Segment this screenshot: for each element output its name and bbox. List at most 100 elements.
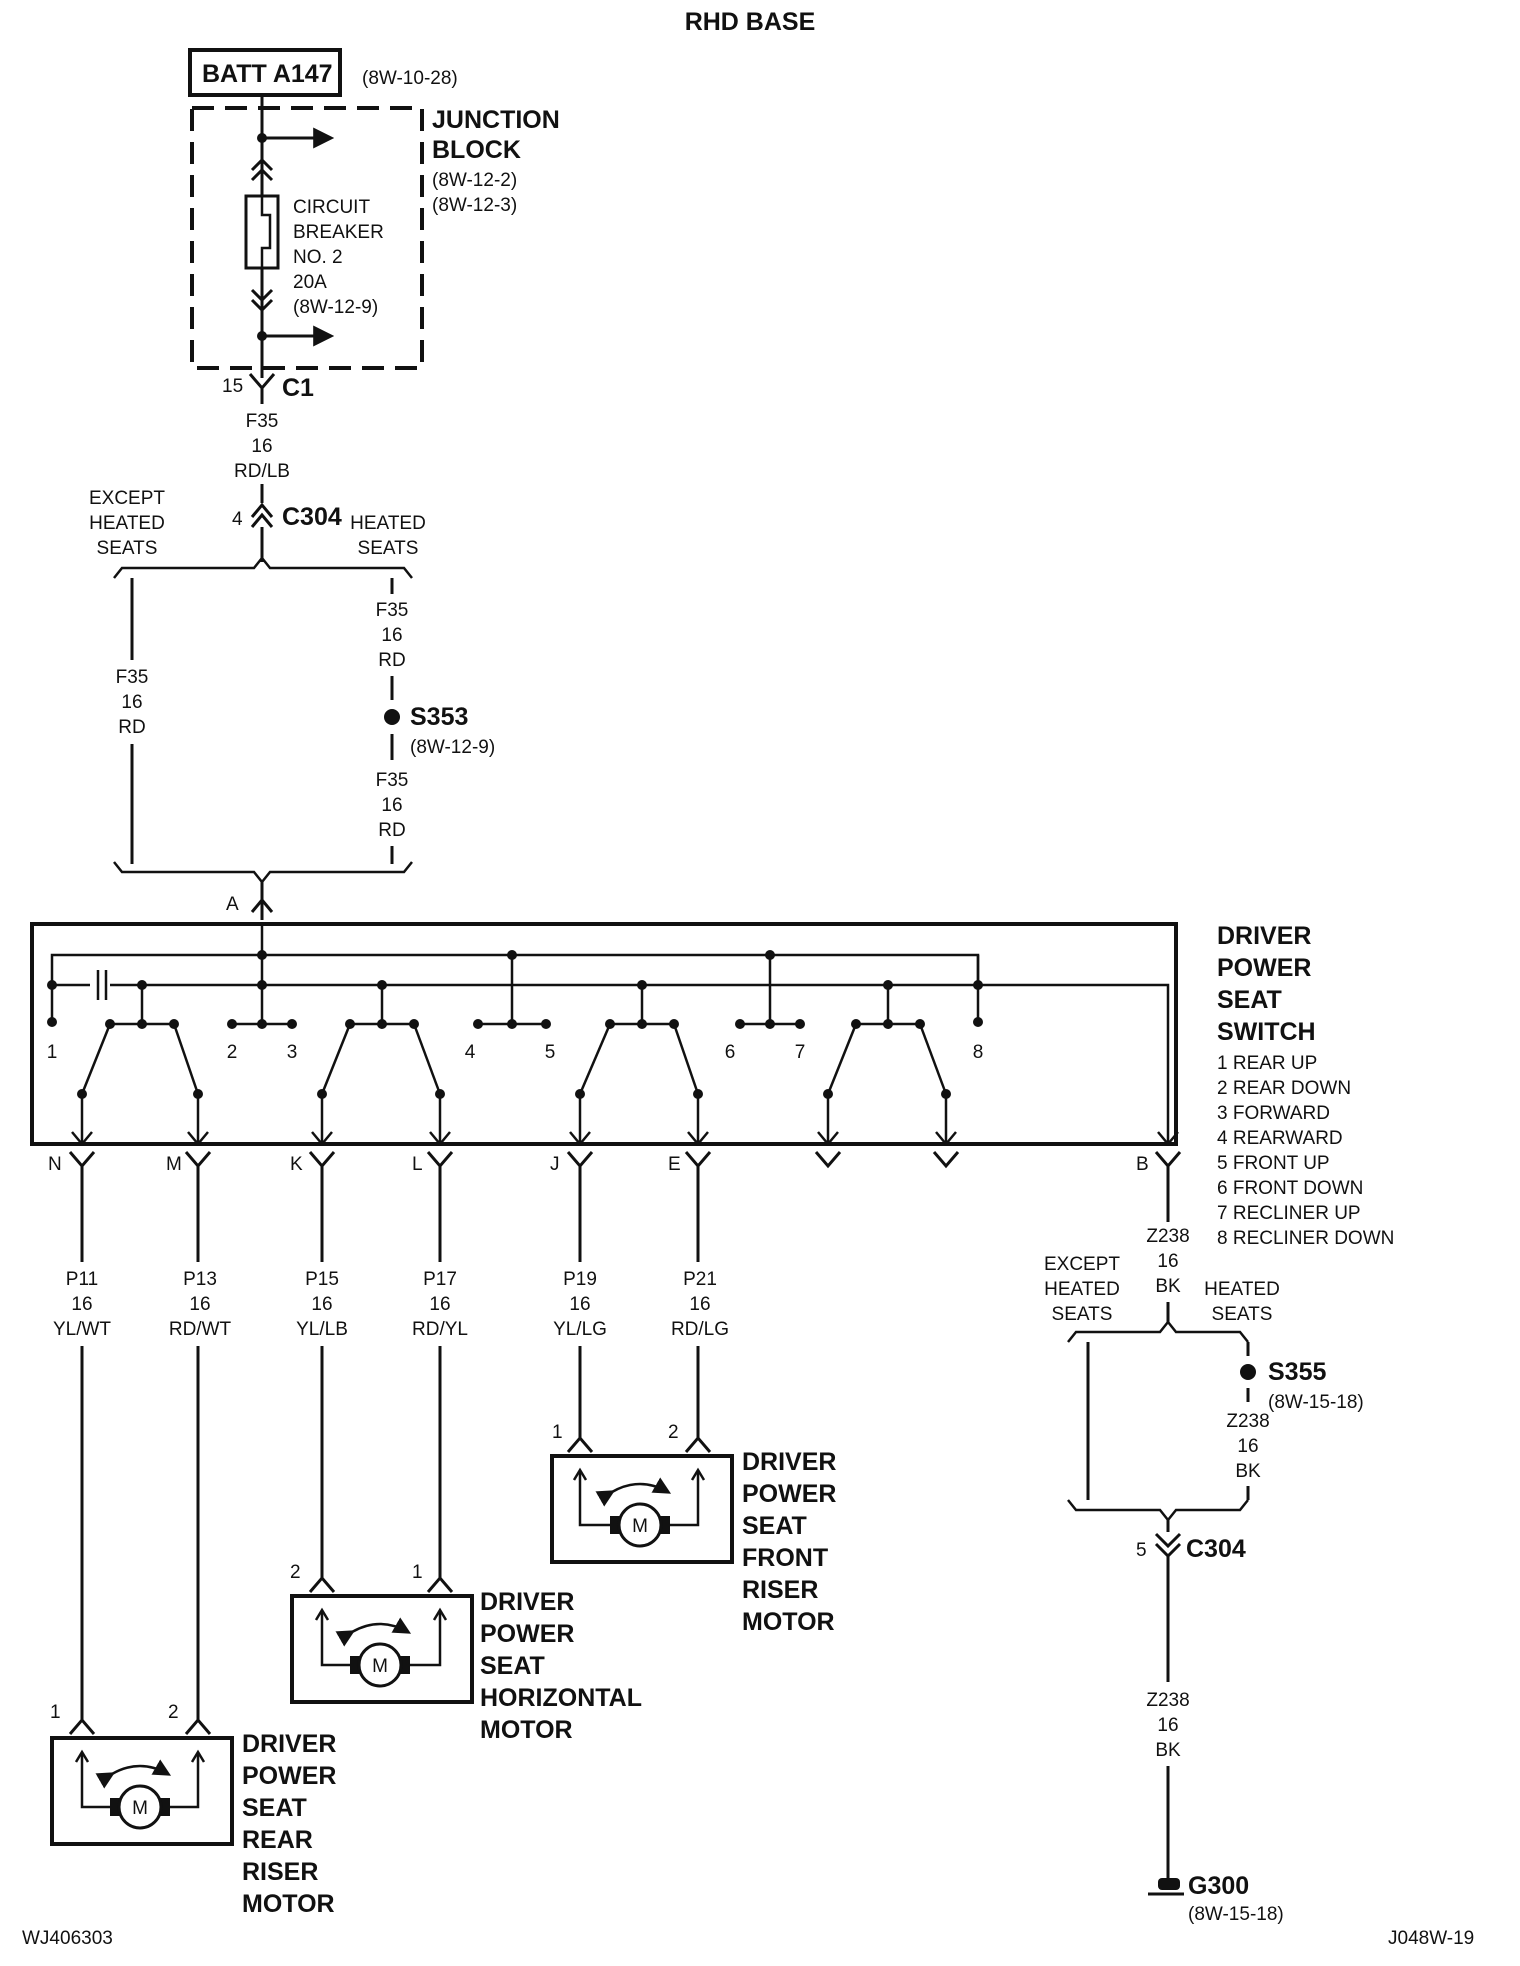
- motor-pin-symbol: [68, 1717, 212, 1735]
- switch-arm: [672, 1023, 700, 1095]
- wire-circuit: P19: [563, 1269, 597, 1290]
- split-top-left-3: SEATS: [97, 538, 158, 559]
- horizontal-motor-name-1: DRIVER: [480, 1588, 574, 1616]
- wire-z238-right-gauge: 16: [1237, 1436, 1258, 1457]
- output-pin-symbol: [426, 1151, 454, 1169]
- front-riser-motor-name-1: DRIVER: [742, 1448, 836, 1476]
- switch-contact-label: 7: [795, 1042, 806, 1063]
- motor-pin-label: 1: [50, 1702, 61, 1723]
- horizontal-motor: 2 1 M: [290, 1562, 474, 1704]
- contact-group-23: [227, 1019, 297, 1029]
- motor-internal-wire: [80, 1752, 200, 1809]
- contact: [257, 1019, 267, 1029]
- c304-bottom-name: C304: [1186, 1535, 1246, 1563]
- split-bottom-right-2: SEATS: [1212, 1304, 1273, 1325]
- contact: [377, 1019, 387, 1029]
- switch-legend: 1 REAR UP 2 REAR DOWN 3 FORWARD 4 REARWA…: [1217, 1053, 1394, 1249]
- switch-arm: [80, 1023, 112, 1095]
- switch-arm-3: [575, 1023, 703, 1099]
- split-top-right-2: SEATS: [358, 538, 419, 559]
- output-pin-symbols: [68, 1151, 1182, 1169]
- motor-arrow-head: [74, 1749, 206, 1763]
- rear-riser-motor-name-6: MOTOR: [242, 1890, 335, 1918]
- wire-circuit: P13: [183, 1269, 217, 1290]
- junction-block-name-2: BLOCK: [432, 136, 521, 164]
- switch-contact-label: 6: [725, 1042, 736, 1063]
- feed-chevron-1: [250, 157, 274, 182]
- splice-s353-ref: (8W-12-9): [410, 737, 495, 758]
- motor-arrow-head: [314, 1607, 448, 1621]
- output-pin-symbol: [1154, 1151, 1182, 1169]
- switch-contact-label: 1: [47, 1042, 58, 1063]
- c304-top-name: C304: [282, 503, 342, 531]
- bus-node: [257, 980, 267, 990]
- motor-brush: [610, 1516, 620, 1534]
- battery-label: BATT A147: [202, 60, 333, 88]
- front-riser-motor-name-2: POWER: [742, 1480, 836, 1508]
- junction-block-outline: [190, 106, 424, 370]
- switch-arm-4: [823, 1023, 951, 1099]
- horizontal-motor-name-2: POWER: [480, 1620, 574, 1648]
- wire-circuit: P17: [423, 1269, 457, 1290]
- split-bottom-right-1: HEATED: [1204, 1279, 1280, 1300]
- switch-legend-item: 4 REARWARD: [1217, 1128, 1343, 1149]
- switch-contact-label: 2: [227, 1042, 238, 1063]
- wire-gauge: 16: [1157, 1251, 1178, 1272]
- front-riser-motor: 1 2 M: [550, 1422, 734, 1564]
- c304-bottom-connector-symbol: [1154, 1532, 1182, 1559]
- switch-bus-upper: [50, 953, 980, 985]
- footer-right-id: J048W-19: [1388, 1928, 1474, 1949]
- rear-riser-motor-name-4: REAR: [242, 1826, 313, 1854]
- motor-direction-arrows: [335, 1617, 412, 1647]
- switch-arm: [826, 1023, 858, 1095]
- front-riser-motor-name-3: SEAT: [742, 1512, 807, 1540]
- switch-name-2: POWER: [1217, 954, 1311, 982]
- wire-f35-right-upper-color: RD: [378, 650, 405, 671]
- wire-gauge: 16: [689, 1294, 710, 1315]
- switch-pin-a-symbol: [250, 897, 274, 913]
- switch-name-3: SEAT: [1217, 986, 1282, 1014]
- split-top-right-1: HEATED: [350, 513, 426, 534]
- contact: [795, 1019, 805, 1029]
- wire-gauge: 16: [71, 1294, 92, 1315]
- switch-arm-2: [317, 1023, 445, 1099]
- switch-contact-label: 3: [287, 1042, 298, 1063]
- motor-brush: [110, 1798, 120, 1816]
- footer-left-id: WJ406303: [22, 1928, 113, 1949]
- c304-bottom-pin: 5: [1136, 1540, 1147, 1561]
- wire-f35-top-circuit: F35: [246, 411, 279, 432]
- split-bottom-brace: [1067, 1319, 1249, 1343]
- switch-arm-1: [77, 1023, 203, 1099]
- wire-f35-right-upper-gauge: 16: [381, 625, 402, 646]
- split-bottom-left-3: SEATS: [1052, 1304, 1113, 1325]
- contact-group-4: [851, 985, 925, 1029]
- circuit-breaker-line-5: (8W-12-9): [293, 297, 378, 318]
- switch-legend-item: 6 FRONT DOWN: [1217, 1178, 1363, 1199]
- output-pin-symbol: [932, 1151, 960, 1169]
- switch-legend-item: 7 RECLINER UP: [1217, 1203, 1361, 1224]
- front-riser-motor-name-6: MOTOR: [742, 1608, 835, 1636]
- junction-block-ref-1: (8W-12-2): [432, 170, 517, 191]
- wire-f35-left-gauge: 16: [121, 692, 142, 713]
- switch-bus-lower: [52, 983, 1170, 1146]
- split-top-left-2: HEATED: [89, 513, 165, 534]
- wire-z238-lower-circuit: Z238: [1146, 1690, 1189, 1711]
- motor-housing: [290, 1594, 474, 1704]
- circuit-breaker-line-2: BREAKER: [293, 222, 384, 243]
- output-pin-label: K: [290, 1154, 303, 1175]
- switch-arm: [172, 1023, 200, 1095]
- wire-f35-right-lower-gauge: 16: [381, 795, 402, 816]
- output-pin-symbol: [308, 1151, 336, 1169]
- motor-housing: [50, 1736, 234, 1846]
- output-pin-symbol: [814, 1151, 842, 1169]
- switch-arm: [320, 1023, 352, 1095]
- wire-color: YL/LB: [296, 1319, 348, 1340]
- c1-name: C1: [282, 374, 314, 402]
- contact-group-8: [973, 955, 983, 1027]
- split-bottom-left-2: HEATED: [1044, 1279, 1120, 1300]
- horizontal-motor-name-5: MOTOR: [480, 1716, 573, 1744]
- switch-contact-label: 5: [545, 1042, 556, 1063]
- motor-pin-label: 2: [168, 1702, 179, 1723]
- wire-gauge: 16: [311, 1294, 332, 1315]
